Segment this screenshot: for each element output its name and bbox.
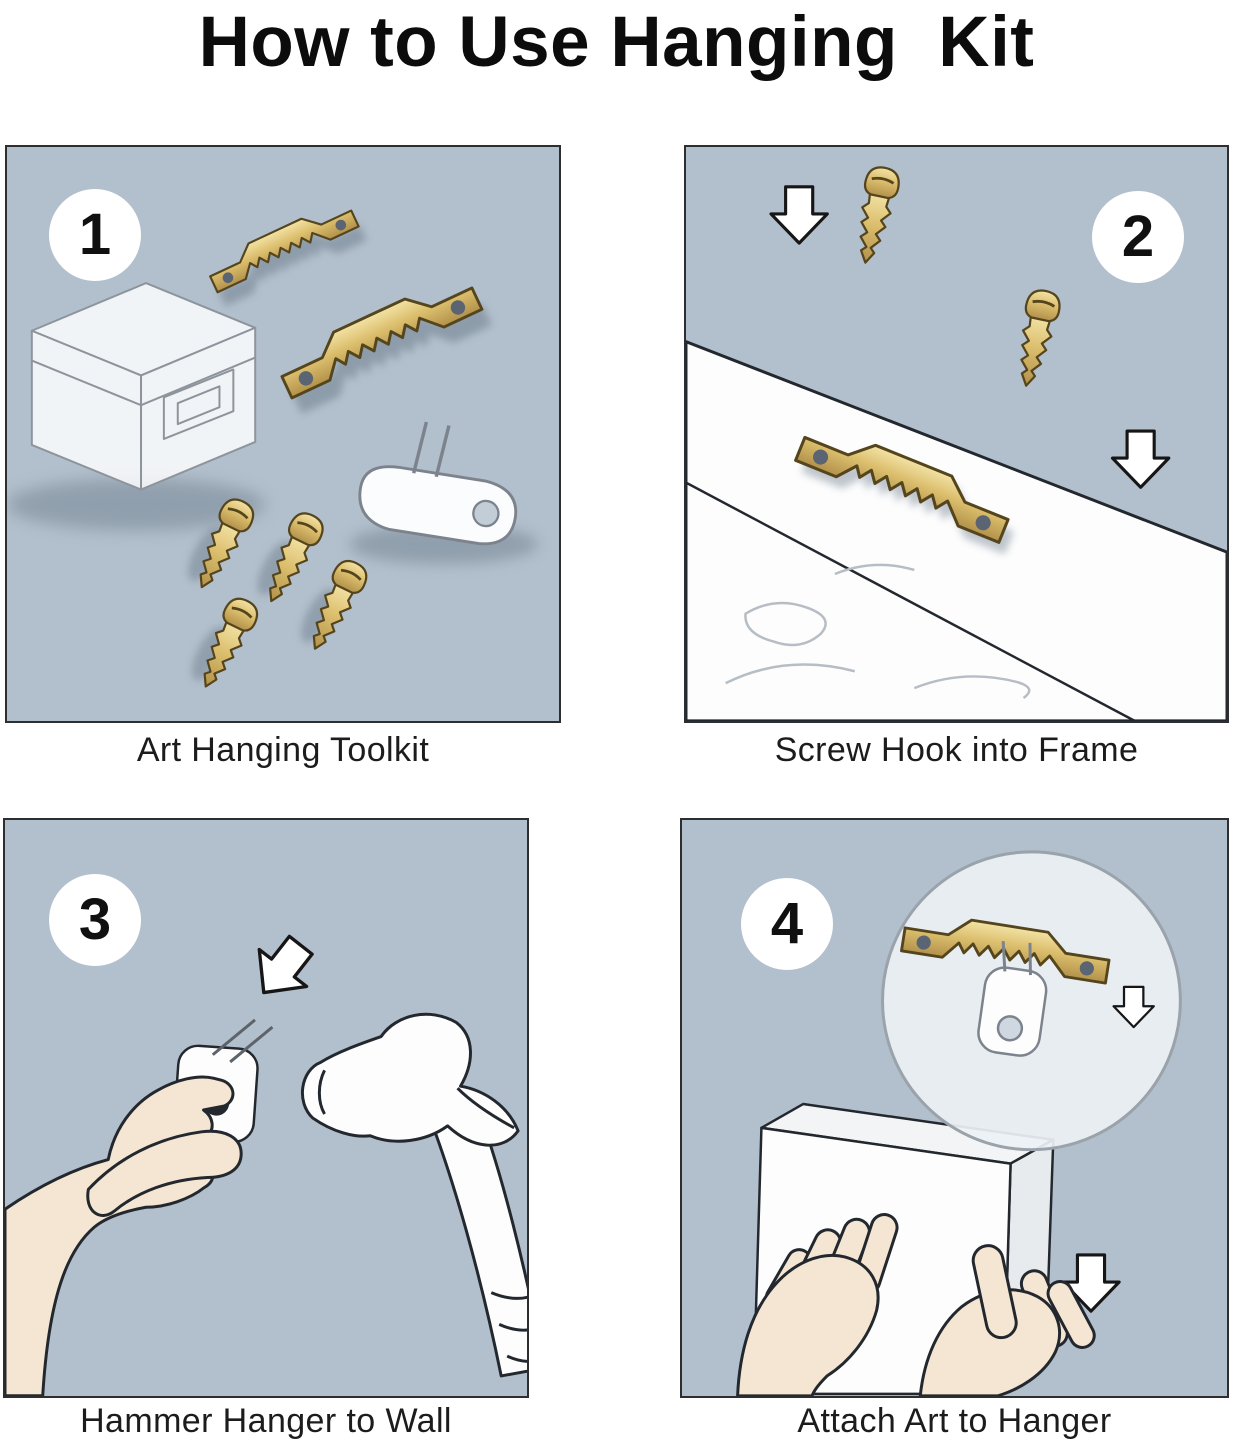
step-4-number-badge: 4 bbox=[741, 878, 833, 970]
step-3-number: 3 bbox=[78, 887, 112, 952]
step-1-number: 1 bbox=[78, 202, 112, 267]
hands bbox=[736, 1213, 1096, 1396]
screw bbox=[847, 163, 904, 268]
step-3-number-badge: 3 bbox=[49, 874, 141, 966]
step-2-number: 2 bbox=[1121, 204, 1155, 269]
step-4-panel: 4 bbox=[680, 818, 1229, 1398]
page-title: How to Use Hanging Kit bbox=[198, 3, 1035, 82]
wood-frame bbox=[686, 340, 1227, 721]
frame-illustration bbox=[686, 163, 1227, 721]
step-3-caption: Hammer Hanger to Wall bbox=[80, 1402, 452, 1440]
hammer-illustration bbox=[5, 925, 527, 1396]
wall-hook bbox=[353, 411, 530, 551]
step-1-panel: 1 bbox=[5, 145, 561, 723]
step-2-caption: Screw Hook into Frame bbox=[774, 731, 1139, 769]
screw bbox=[1008, 286, 1064, 391]
step-1-number-badge: 1 bbox=[49, 189, 141, 281]
step-2-number-badge: 2 bbox=[1092, 191, 1184, 283]
wall-hook bbox=[977, 941, 1048, 1057]
step-3-panel: 3 bbox=[3, 818, 529, 1398]
down-arrow-icon bbox=[1110, 429, 1171, 489]
magnifier-circle bbox=[881, 850, 1182, 1152]
attach-illustration bbox=[736, 850, 1182, 1396]
step-2-panel: 2 bbox=[684, 145, 1229, 723]
step-4-number: 4 bbox=[770, 891, 804, 956]
down-arrow-icon bbox=[769, 185, 829, 245]
hand bbox=[5, 1075, 243, 1396]
toolkit-illustration bbox=[7, 197, 539, 695]
storage-case bbox=[30, 282, 257, 491]
step-1-caption: Art Hanging Toolkit bbox=[136, 731, 430, 769]
hammer bbox=[300, 1012, 527, 1378]
step-4-caption: Attach Art to Hanger bbox=[797, 1402, 1112, 1440]
down-arrow-icon bbox=[238, 925, 327, 1013]
